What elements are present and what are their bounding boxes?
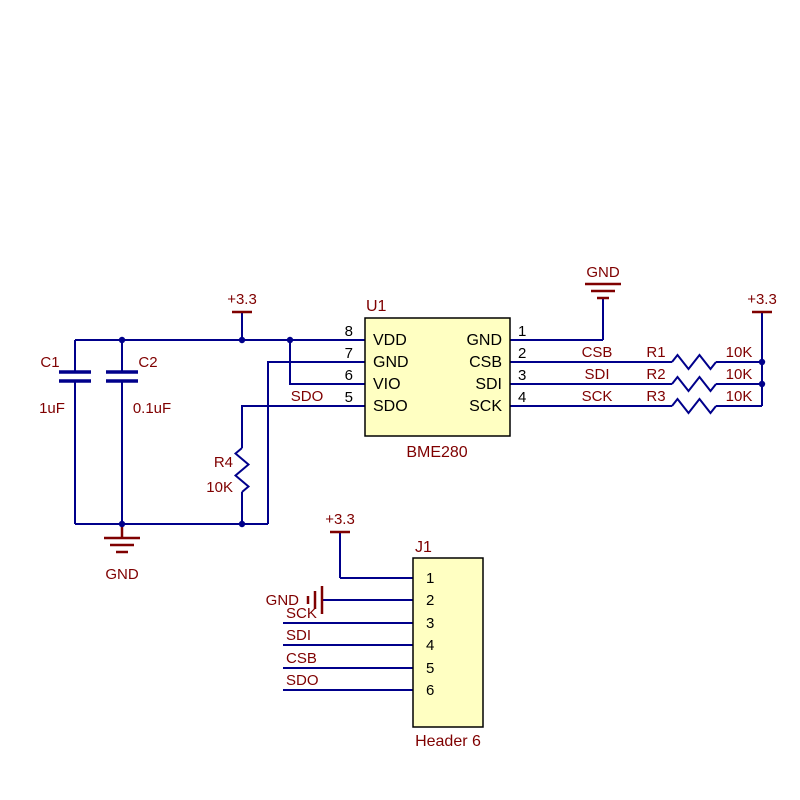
j1-pin-num-6: 6 (426, 682, 434, 699)
pin-name-vdd: VDD (373, 332, 407, 349)
v33-label-j1: +3.3 (325, 511, 355, 528)
junction-dot (238, 336, 246, 344)
r4-value-label: 10K (206, 479, 233, 496)
junction-dots (118, 336, 766, 528)
u1-ref-label: U1 (366, 298, 387, 315)
c1-ref-label: C1 (40, 354, 59, 371)
pin-num-5: 5 (345, 389, 353, 406)
capacitor-c2-symbol (106, 370, 138, 383)
pin-name-sdo: SDO (373, 398, 408, 415)
j1-header-body (412, 557, 484, 728)
net-label-sck: SCK (582, 388, 613, 405)
u1-part-label: BME280 (406, 444, 467, 461)
wires (74, 298, 763, 691)
r2-ref-label: R2 (646, 366, 665, 383)
r1-value-label: 10K (726, 344, 753, 361)
j1-pin-num-3: 3 (426, 615, 434, 632)
j1-pin-num-1: 1 (426, 570, 434, 587)
c2-ref-label: C2 (138, 354, 157, 371)
u1-chip-body (364, 317, 511, 437)
j1-net-label-sdo: SDO (286, 672, 319, 689)
j1-net-label-csb: CSB (286, 650, 317, 667)
gnd-label-top-right: GND (586, 264, 620, 281)
r3-value-label: 10K (726, 388, 753, 405)
junction-dot (118, 336, 126, 344)
r1-ref-label: R1 (646, 344, 665, 361)
resistor-r4-body (233, 447, 251, 493)
resistor-r1-body (671, 353, 717, 371)
resistor-r2-body (671, 375, 717, 393)
pin-name-sck: SCK (469, 398, 502, 415)
junction-dot (286, 336, 294, 344)
net-label-sdi: SDI (584, 366, 609, 383)
v33-label-right: +3.3 (747, 291, 777, 308)
net-label-sdo-left: SDO (291, 388, 324, 405)
gnd-label-j1: GND (266, 592, 300, 609)
resistor-r3-body (671, 397, 717, 415)
j1-part-label: Header 6 (415, 733, 481, 750)
pin-num-6: 6 (345, 367, 353, 384)
v33-label-left: +3.3 (227, 291, 257, 308)
junction-dot (758, 358, 766, 366)
pin-name-csb: CSB (469, 354, 502, 371)
capacitor-c1-symbol (59, 370, 91, 383)
j1-pin-num-4: 4 (426, 637, 434, 654)
r2-value-label: 10K (726, 366, 753, 383)
pin-num-7: 7 (345, 345, 353, 362)
junction-dot (238, 520, 246, 528)
j1-pin-num-2: 2 (426, 592, 434, 609)
r4-ref-label: R4 (214, 454, 233, 471)
pin-name-gnd1: GND (466, 332, 502, 349)
junction-dot (758, 380, 766, 388)
junction-dot (118, 520, 126, 528)
wire-vio (289, 340, 365, 385)
gnd-symbol-top-right (585, 282, 621, 300)
j1-net-label-sdi: SDI (286, 627, 311, 644)
pin-name-vio: VIO (373, 376, 401, 393)
j1-ref-label: J1 (415, 539, 432, 556)
pin-num-4: 4 (518, 389, 526, 406)
net-label-csb: CSB (582, 344, 613, 361)
gnd-symbol-j1 (306, 586, 324, 614)
j1-net-label-sck: SCK (286, 605, 317, 622)
pin-name-gnd7: GND (373, 354, 409, 371)
pin-name-sdi: SDI (475, 376, 502, 393)
gnd-symbol-bottom-left (104, 524, 140, 554)
c1-value-label: 1uF (39, 400, 65, 417)
wire-sdo (241, 405, 365, 448)
j1-pin-num-5: 5 (426, 660, 434, 677)
gnd-label-bottom-left: GND (105, 566, 139, 583)
pin-num-1: 1 (518, 323, 526, 340)
pin-num-2: 2 (518, 345, 526, 362)
pin-num-8: 8 (345, 323, 353, 340)
pin-num-3: 3 (518, 367, 526, 384)
r3-ref-label: R3 (646, 388, 665, 405)
c2-value-label: 0.1uF (133, 400, 171, 417)
wire-gnd-pin7 (267, 361, 365, 524)
